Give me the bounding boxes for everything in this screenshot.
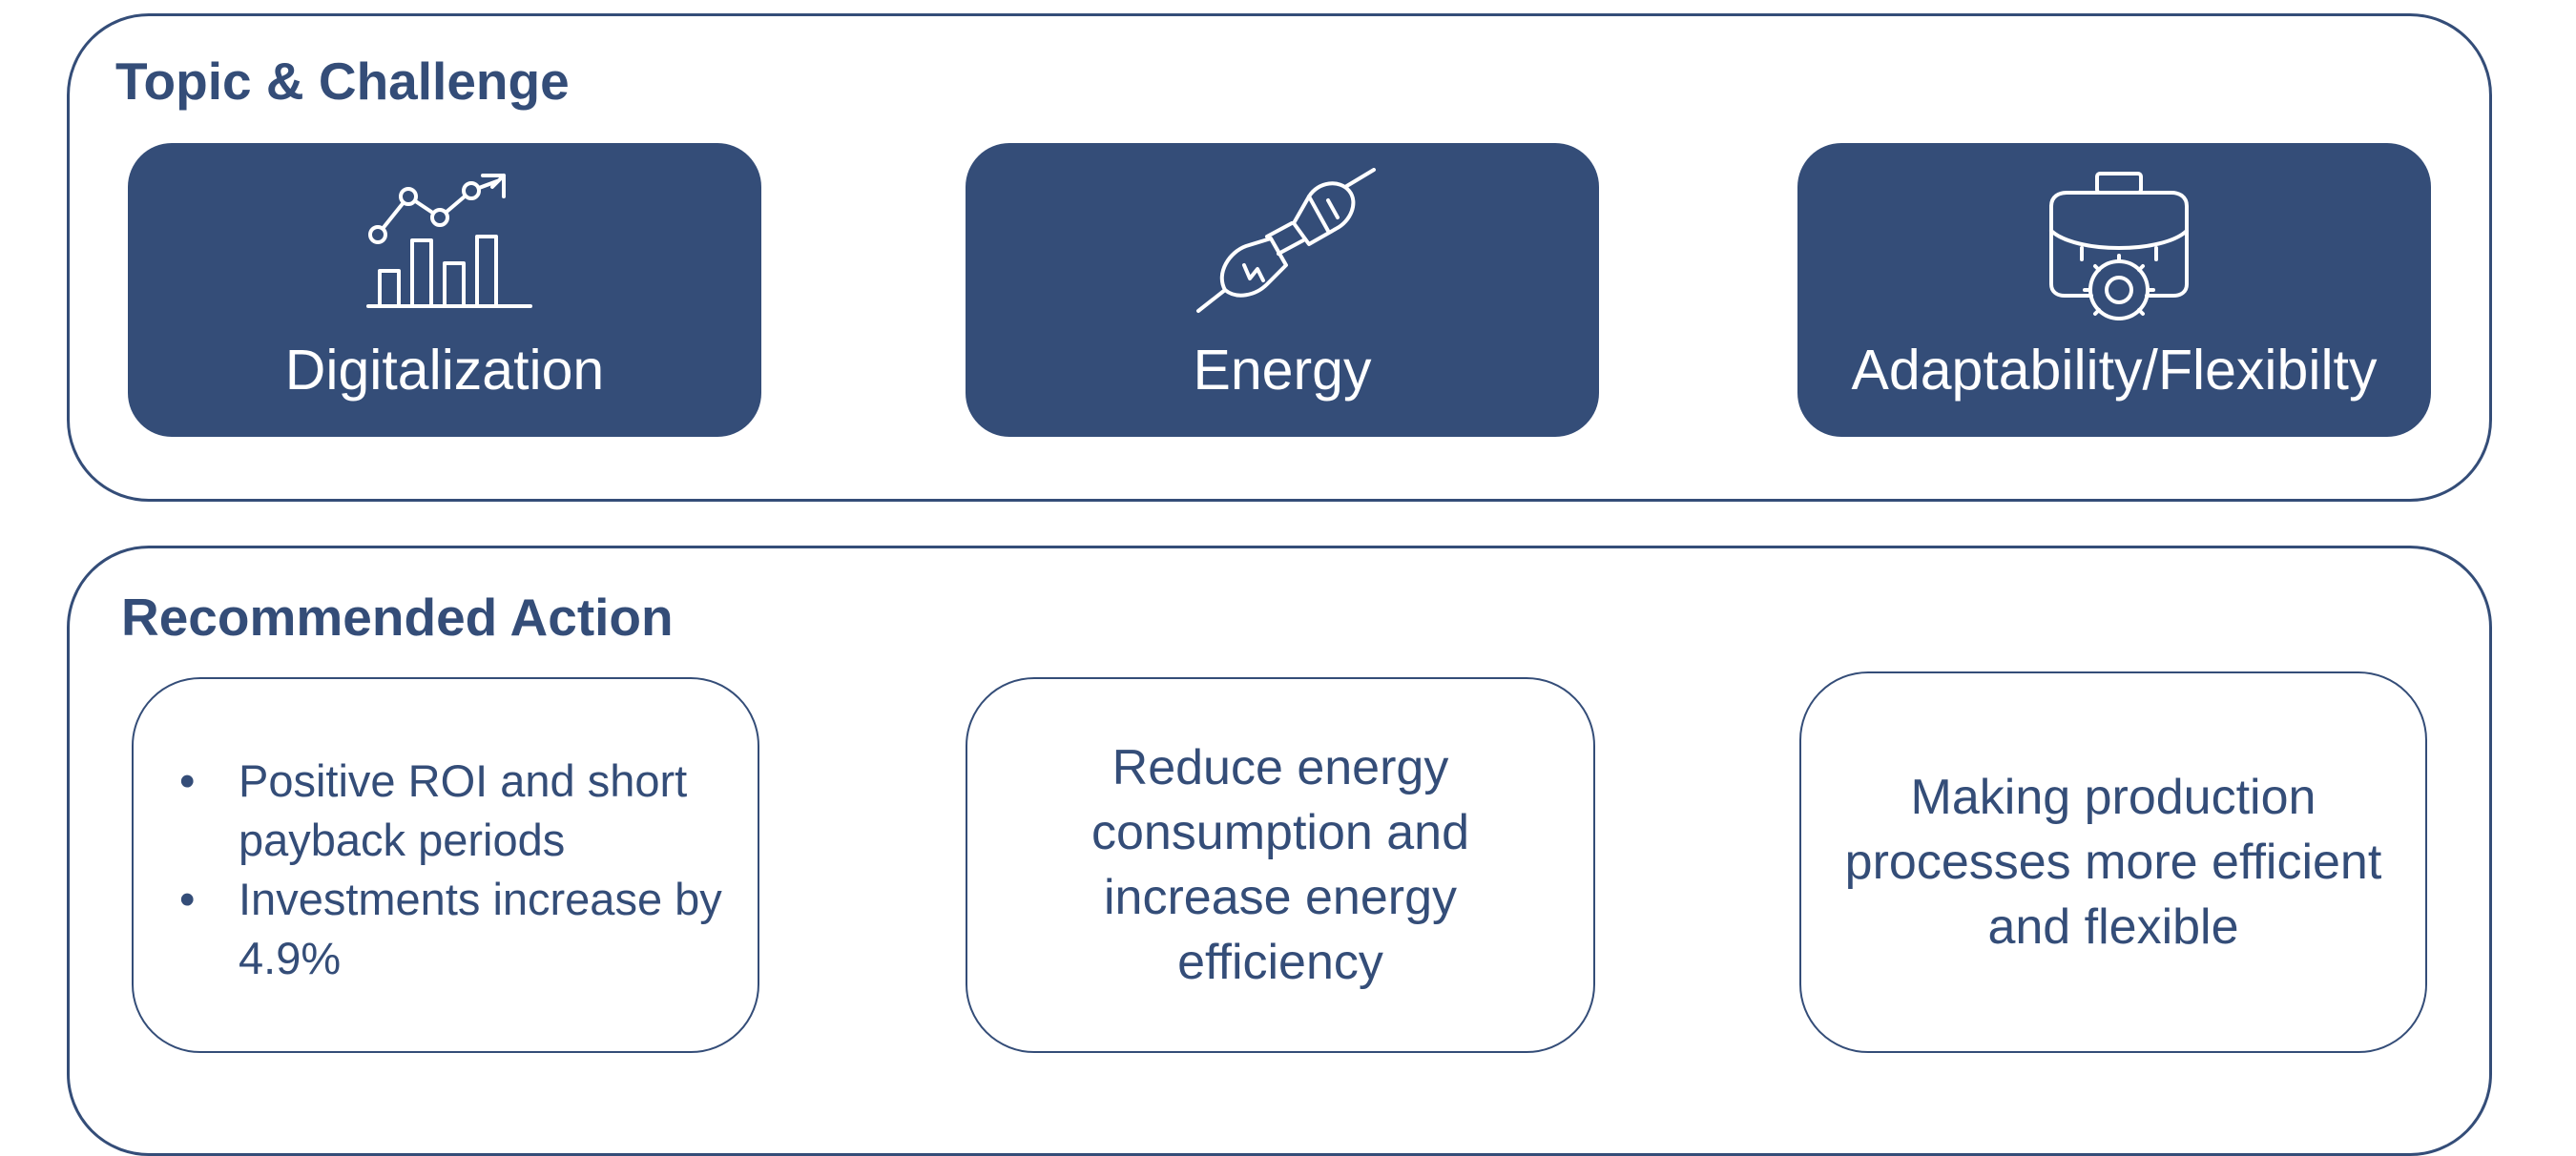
recommended-action-title: Recommended Action bbox=[121, 588, 674, 647]
bullet-text: Investments increase by 4.9% bbox=[239, 874, 722, 983]
list-item: • Investments increase by 4.9% bbox=[172, 870, 735, 988]
topic-card-label: Adaptability/Flexibilty bbox=[1851, 339, 2378, 402]
growth-chart-icon bbox=[349, 168, 540, 320]
topic-challenge-title: Topic & Challenge bbox=[115, 52, 570, 111]
action-text-flexibility: Making production processes more efficie… bbox=[1844, 770, 2382, 955]
briefcase-gear-icon bbox=[2019, 168, 2210, 320]
action-bullet-list: • Positive ROI and short payback periods… bbox=[172, 752, 735, 988]
list-item: • Positive ROI and short payback periods bbox=[172, 752, 735, 870]
topic-card-digitalization: Digitalization bbox=[128, 143, 761, 437]
action-card-digitalization: • Positive ROI and short payback periods… bbox=[132, 677, 759, 1053]
bullet-marker: • bbox=[179, 874, 196, 924]
action-card-flexibility: Making production processes more efficie… bbox=[1799, 671, 2427, 1053]
bullet-marker: • bbox=[179, 755, 196, 806]
topic-card-adaptability: Adaptability/Flexibilty bbox=[1797, 143, 2431, 437]
bullet-text: Positive ROI and short payback periods bbox=[239, 755, 688, 865]
electric-plug-icon bbox=[1187, 168, 1378, 320]
action-card-energy: Reduce energy consumption and increase e… bbox=[966, 677, 1595, 1053]
topic-card-label: Digitalization bbox=[284, 339, 605, 402]
topic-card-energy: Energy bbox=[966, 143, 1599, 437]
topic-card-label: Energy bbox=[1193, 339, 1372, 402]
action-text-energy: Reduce energy consumption and increase e… bbox=[1091, 740, 1470, 990]
